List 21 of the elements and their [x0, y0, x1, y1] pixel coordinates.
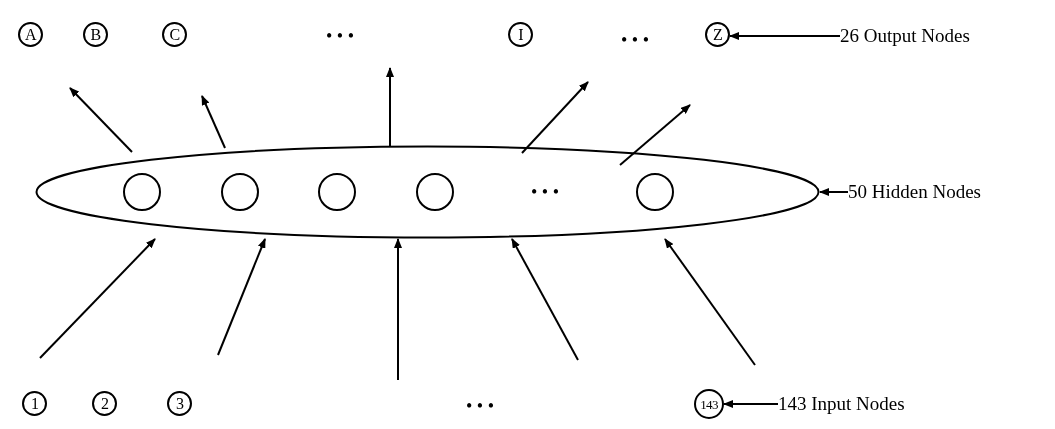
- layer-label: 50 Hidden Nodes: [848, 180, 1048, 204]
- ellipsis: • • •: [465, 395, 495, 418]
- arrow: [386, 67, 394, 147]
- arrow: [511, 238, 579, 361]
- arrow: [723, 400, 779, 408]
- ellipsis: • • •: [620, 29, 650, 52]
- arrow: [217, 238, 266, 356]
- arrow: [819, 188, 849, 196]
- arrow: [729, 32, 841, 40]
- arrow: [69, 87, 133, 153]
- arrow: [521, 81, 589, 154]
- layer-label: 143 Input Nodes: [778, 392, 958, 416]
- layer-label: 26 Output Nodes: [840, 24, 1020, 48]
- arrow: [394, 238, 402, 381]
- hidden-layer-ellipse: [35, 145, 820, 239]
- ellipsis: • • •: [530, 181, 560, 204]
- arrow: [619, 104, 691, 166]
- arrow: [201, 95, 226, 149]
- arrow: [664, 238, 756, 366]
- arrow: [39, 238, 156, 359]
- ellipsis: • • •: [325, 25, 355, 48]
